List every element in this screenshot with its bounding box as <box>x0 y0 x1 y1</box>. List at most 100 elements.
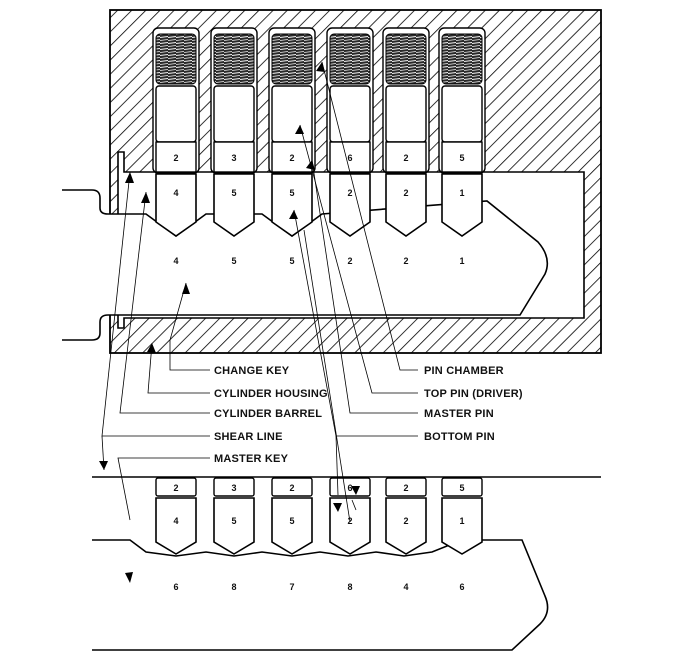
top-pin <box>441 85 483 143</box>
spring <box>441 33 483 85</box>
top-pin-segment <box>271 141 313 173</box>
key-cut-number: 7 <box>289 582 294 592</box>
key-cut-number: 8 <box>347 582 352 592</box>
bottom-pin <box>271 173 313 237</box>
upper-pin-stack: 22 <box>382 27 430 237</box>
change-key-blade <box>62 189 549 341</box>
master-key-view <box>92 476 601 651</box>
bottom-pin <box>385 497 427 555</box>
key-cut-number: 8 <box>231 582 236 592</box>
arrow-heads <box>99 62 360 583</box>
bottom-pin <box>155 497 197 555</box>
label-master-key: MASTER KEY <box>214 453 289 465</box>
key-cut-number: 1 <box>459 256 464 266</box>
key-cut-number: 5 <box>289 256 294 266</box>
key-cut-number: 6 <box>459 582 464 592</box>
top-pin <box>155 85 197 143</box>
label-cylinder-housing: CYLINDER HOUSING <box>214 388 328 400</box>
bottom-pin-number: 5 <box>289 516 294 526</box>
bottom-pin <box>213 173 255 237</box>
spring <box>213 33 255 85</box>
top-pin-segment <box>213 141 255 173</box>
label-top-pin: TOP PIN (DRIVER) <box>424 388 523 400</box>
label-pin-chamber: PIN CHAMBER <box>424 365 504 377</box>
bottom-pin <box>329 497 371 555</box>
spring <box>329 33 371 85</box>
key-cut-number: 4 <box>173 256 178 266</box>
spring <box>385 33 427 85</box>
key-cut-number: 4 <box>403 582 408 592</box>
top-pin <box>385 85 427 143</box>
top-pin-segment <box>155 477 197 497</box>
upper-pin-stack: 51 <box>438 27 486 237</box>
bottom-pin <box>271 497 313 555</box>
spring <box>271 33 313 85</box>
label-shear-line: SHEAR LINE <box>214 431 283 443</box>
upper-pin-stack: 35 <box>210 27 258 237</box>
top-pin-number: 5 <box>459 483 464 493</box>
key-cut-number: 5 <box>231 256 236 266</box>
lower-pin-stack: 51 <box>441 477 483 555</box>
key-cut-number: 2 <box>403 256 408 266</box>
bottom-pin-number: 1 <box>459 188 464 198</box>
bottom-pin-number: 5 <box>231 188 236 198</box>
top-pin-segment <box>155 141 197 173</box>
lower-pin-stack: 24 <box>155 477 197 555</box>
top-pin-number: 2 <box>173 483 178 493</box>
lower-pin-stack: 25 <box>271 477 313 555</box>
lower-key-cut-numbers: 6 8 7 8 4 6 <box>173 582 464 592</box>
bottom-pin-number: 2 <box>347 188 352 198</box>
top-pin <box>329 85 371 143</box>
lower-pin-stack: 35 <box>213 477 255 555</box>
top-pin <box>271 85 313 143</box>
bottom-pin <box>155 173 197 237</box>
upper-key-cut-numbers: 4 5 5 2 2 1 <box>173 256 464 266</box>
bottom-pin <box>385 173 427 237</box>
top-pin-number: 2 <box>289 153 294 163</box>
top-pin-number: 3 <box>231 153 236 163</box>
top-pin-number: 6 <box>347 153 352 163</box>
top-pin-segment <box>441 141 483 173</box>
top-pin-number: 3 <box>231 483 236 493</box>
top-pin-number: 2 <box>289 483 294 493</box>
spring <box>155 33 197 85</box>
bottom-pin-number: 5 <box>231 516 236 526</box>
label-cylinder-barrel: CYLINDER BARREL <box>214 408 322 420</box>
bottom-pin-number: 4 <box>173 188 178 198</box>
leader-lines <box>101 61 418 523</box>
bottom-pin <box>441 173 483 237</box>
top-pin-segment <box>271 477 313 497</box>
top-pin <box>213 85 255 143</box>
label-bottom-pin: BOTTOM PIN <box>424 431 495 443</box>
label-change-key: CHANGE KEY <box>214 365 290 377</box>
top-pin-segment <box>213 477 255 497</box>
bottom-pin <box>441 497 483 555</box>
label-master-pin: MASTER PIN <box>424 408 494 420</box>
lower-pin-stack: 22 <box>385 477 427 555</box>
bottom-pin-number: 1 <box>459 516 464 526</box>
top-pin-segment <box>385 477 427 497</box>
upper-pin-stack: 25 <box>268 27 316 237</box>
bottom-pin-number: 2 <box>403 516 408 526</box>
lower-pin-stack: 62 <box>329 477 371 555</box>
top-pin-number: 6 <box>347 483 352 493</box>
top-pin-number: 2 <box>403 483 408 493</box>
bottom-pin <box>329 173 371 237</box>
bottom-pin-number: 5 <box>289 188 294 198</box>
upper-pin-stack: 62 <box>326 27 374 237</box>
top-pin-number: 2 <box>403 153 408 163</box>
upper-pin-stack: 24 <box>152 27 200 237</box>
bottom-pin-number: 2 <box>403 188 408 198</box>
key-cut-number: 6 <box>173 582 178 592</box>
top-pin-number: 2 <box>173 153 178 163</box>
top-pin-segment <box>329 477 371 497</box>
key-cut-number: 2 <box>347 256 352 266</box>
top-pin-segment <box>385 141 427 173</box>
bottom-pin <box>213 497 255 555</box>
top-pin-segment <box>441 477 483 497</box>
top-pin-number: 5 <box>459 153 464 163</box>
bottom-pin-number: 4 <box>173 516 178 526</box>
